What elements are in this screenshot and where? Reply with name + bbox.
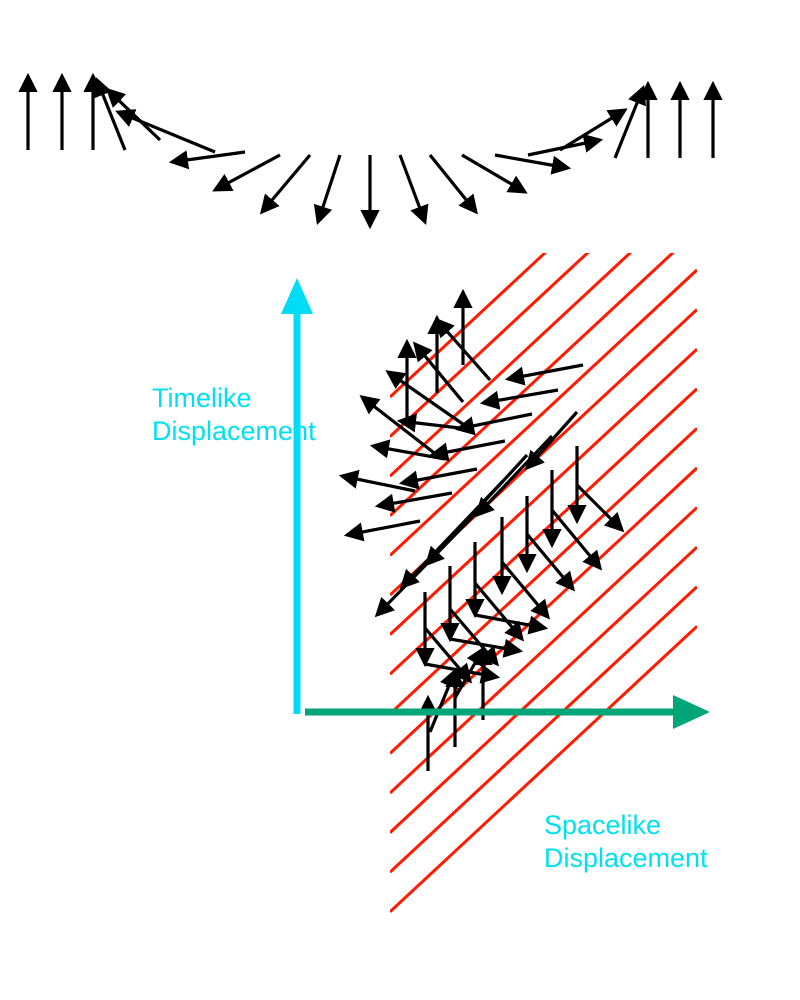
vector-arrow (504, 363, 584, 386)
spacelike-axis-arrowhead (673, 695, 710, 729)
hatch-line (390, 347, 697, 636)
vector-arrow (374, 491, 453, 513)
vector-arrow (461, 153, 528, 194)
timelike-label-line2: Displacement (152, 416, 316, 446)
spacelike-axis-label: Spacelike Displacement (544, 809, 708, 875)
vector-arrow (374, 500, 489, 618)
vector-arrow (473, 581, 525, 642)
vector-arrow (212, 153, 281, 192)
vector-arrow (168, 150, 246, 170)
hatch-line (390, 253, 590, 438)
vector-arrow (500, 560, 551, 620)
spacelike-label-line2: Displacement (544, 843, 708, 873)
vector-arrow (428, 439, 506, 462)
hatch-line (390, 625, 697, 913)
vector-arrow (434, 317, 492, 382)
vector-arrow (613, 85, 646, 159)
vector-arrow (428, 153, 479, 215)
vector-arrow (359, 395, 443, 461)
hatch-line (390, 253, 548, 399)
spacelike-region-hatching (390, 253, 697, 913)
vector-arrow (524, 410, 579, 471)
top-arrow-field (18, 72, 723, 230)
hatch-line (390, 268, 697, 557)
vector-arrow (396, 413, 469, 433)
timelike-axis-arrowhead (281, 278, 313, 314)
vector-arrow (398, 467, 478, 490)
vector-arrow (559, 108, 628, 152)
vector-arrow (474, 613, 549, 635)
vector-arrow (338, 469, 416, 493)
vector-arrow (313, 154, 342, 226)
vector-arrow (343, 519, 421, 542)
vector-arrow (412, 341, 465, 404)
vector-arrow (259, 153, 312, 215)
vector-arrow (494, 153, 572, 175)
vector-arrow (94, 77, 127, 151)
vector-arrow (479, 388, 559, 410)
vector-arrow (385, 370, 471, 431)
vector-arrow (369, 439, 446, 461)
hatch-line (390, 585, 697, 874)
vector-arrow (105, 87, 162, 142)
vector-arrow (115, 109, 216, 154)
timelike-label-line1: Timelike (152, 383, 252, 413)
vector-arrow (474, 434, 554, 518)
timelike-axis-label: Timelike Displacement (152, 382, 316, 448)
vector-arrow (398, 154, 429, 225)
hatch-line (390, 545, 697, 834)
vector-arrow (453, 646, 485, 699)
rotated-arrow-field (338, 288, 625, 771)
hatch-line (390, 253, 633, 478)
vector-arrow (449, 637, 524, 658)
vector-arrow (575, 483, 625, 533)
vector-arrow (525, 532, 576, 592)
vector-arrow (454, 412, 533, 436)
spacelike-label-line1: Spacelike (544, 810, 662, 840)
axes (281, 278, 710, 729)
vector-arrow (550, 508, 603, 571)
vector-arrow (399, 479, 505, 590)
hatch-line (390, 506, 697, 795)
vector-arrow (428, 668, 458, 733)
